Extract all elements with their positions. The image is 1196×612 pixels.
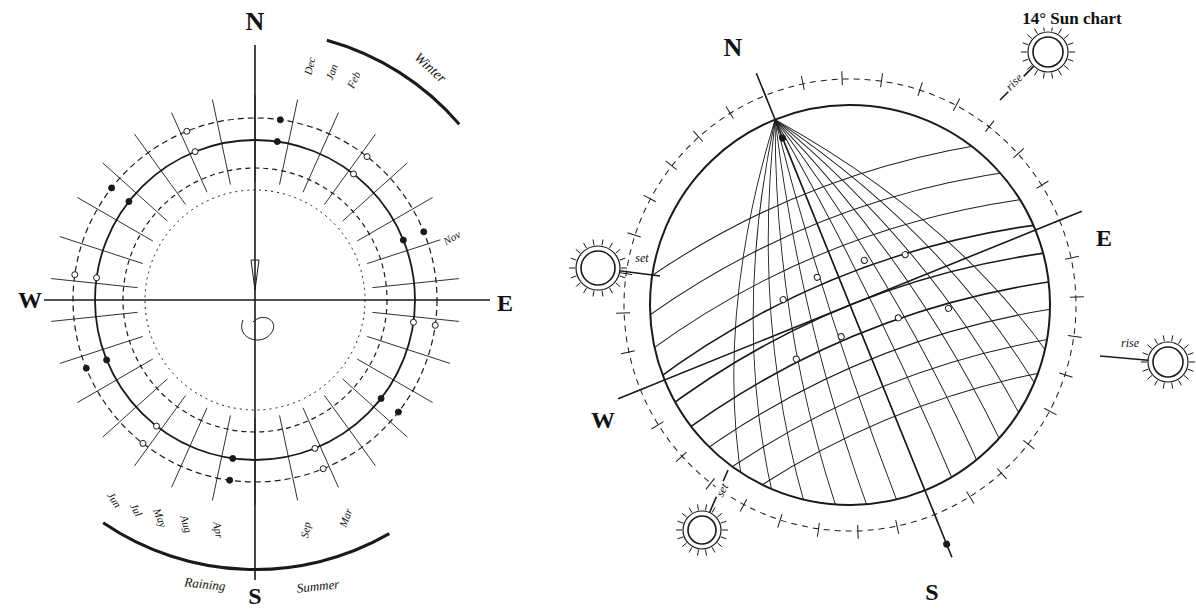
chart-label: Feb [344, 68, 365, 93]
chart-label: Aug [177, 512, 195, 536]
chart-label: set [712, 479, 733, 501]
chart-label: Jul [126, 499, 146, 521]
chart-label: Summer [294, 576, 342, 596]
chart-label: Nov [439, 227, 464, 249]
chart-label: Jan [322, 60, 341, 83]
compass-letter: W [589, 407, 617, 433]
compass-letter: W [16, 287, 44, 313]
chart-label: Jun [103, 488, 125, 512]
compass-letter: E [1094, 225, 1114, 251]
chart-label: Dec [301, 54, 319, 78]
chart-label: Apr [210, 519, 226, 541]
chart-title: 14° Sun chart [1020, 9, 1123, 28]
compass-letter: N [722, 34, 745, 62]
chart-label: Sep [298, 519, 314, 541]
chart-label: Mar [336, 505, 356, 531]
chart-label: May [150, 505, 171, 532]
compass-letter: E [495, 290, 515, 316]
chart-label: Raining [182, 574, 228, 594]
compass-letter: S [246, 583, 263, 609]
chart-label: rise [1001, 69, 1026, 94]
chart-label: set [633, 251, 650, 265]
compass-letter: S [923, 579, 940, 605]
chart-label: rise [1119, 336, 1141, 350]
compass-letter: N [244, 8, 267, 36]
